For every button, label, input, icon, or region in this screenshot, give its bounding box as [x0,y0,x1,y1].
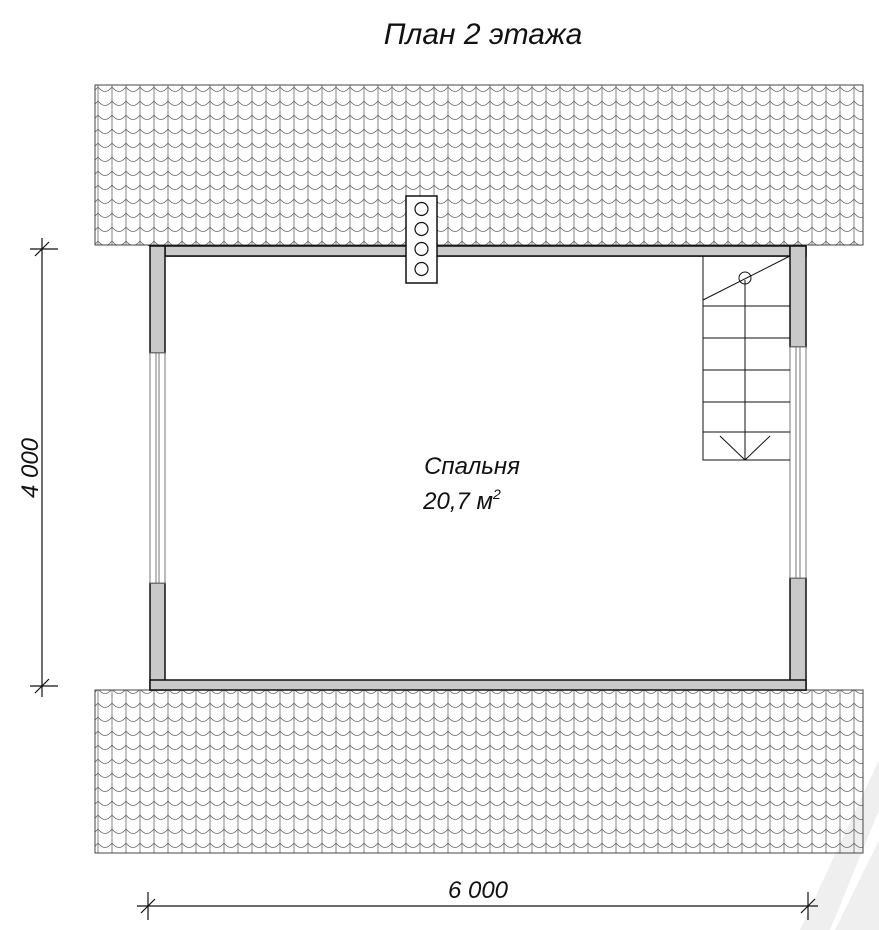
room-area: 20,7 м2 [422,486,501,515]
wall-bottom [149,679,807,691]
roof-bottom [94,689,864,854]
wall-right-lower [789,577,807,691]
roof-top [94,84,864,246]
wall-left-upper [149,245,166,354]
room-area-value: 20,7 м [422,488,493,515]
dimension-width [137,892,818,920]
room-floor [165,256,790,680]
dimension-depth-label: 4 000 [17,437,44,498]
dimension-width-label: 6 000 [448,877,509,904]
room-name: Спальня [424,453,520,480]
dimension-depth [30,238,58,697]
room-area-unit-sup: 2 [492,486,501,502]
wall-top-band [164,245,791,257]
wall-left-lower [149,582,166,691]
plan-title: План 2 этажа [384,18,583,51]
staircase [702,255,791,461]
window-right [789,346,807,579]
window-left [149,352,166,584]
chimney [405,195,438,284]
wall-right-upper [789,245,807,348]
